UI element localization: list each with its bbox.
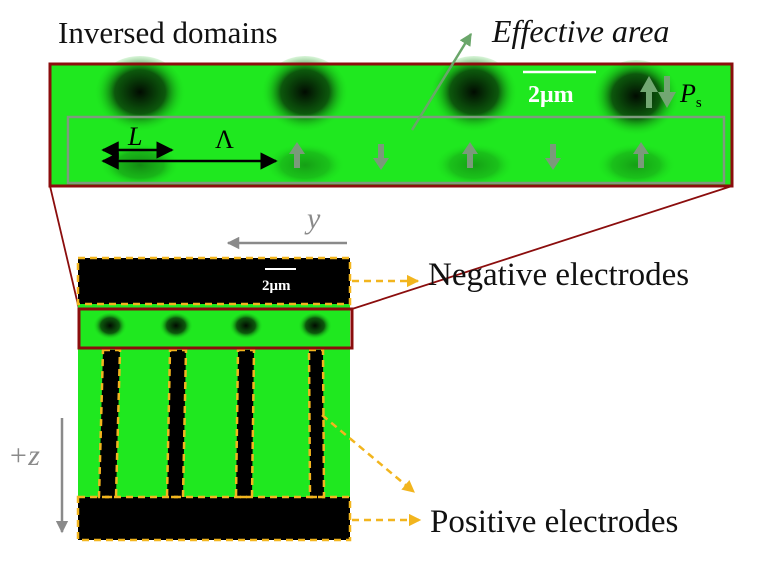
down-arrow-icon xyxy=(545,144,561,170)
effective-area-box xyxy=(66,115,726,185)
up-arrow-icon xyxy=(462,142,478,168)
domain-tail xyxy=(265,143,345,187)
magnified-region-frame xyxy=(77,307,354,350)
y-axis-label: y xyxy=(304,202,321,235)
negative-electrode xyxy=(78,258,350,304)
period-symbol: Λ xyxy=(215,125,234,154)
up-arrow-icon xyxy=(640,76,658,108)
scale-bar-label: 2μm xyxy=(262,278,291,294)
polarization-arrows xyxy=(289,142,649,170)
finger-electrode xyxy=(167,350,186,497)
inverted-domain-head xyxy=(261,56,349,136)
effective-area-pointer-arrow xyxy=(410,32,473,131)
domain-head-small xyxy=(298,313,332,341)
finger-electrode xyxy=(99,350,120,497)
finger-electrode-outline xyxy=(307,348,326,499)
negative-electrode-outline xyxy=(76,256,352,306)
down-arrow-icon xyxy=(658,76,676,108)
finger-electrode-outline xyxy=(97,348,122,499)
polarization-indicator xyxy=(640,76,676,108)
zoom-connector-left xyxy=(49,185,80,310)
domain-head-small xyxy=(229,313,263,341)
effective-area-label: Effective area xyxy=(492,13,670,49)
inverted-domain-head xyxy=(592,60,680,140)
zoom-connector-right xyxy=(351,185,733,310)
zoom-panel-frame xyxy=(48,62,734,188)
domain-head-small xyxy=(93,313,127,341)
device-view: 2μm xyxy=(76,256,354,542)
positive-electrodes-label: Positive electrodes xyxy=(430,504,679,540)
zoom-panel: L Λ 2μm Ps xyxy=(48,56,734,188)
up-arrow-icon xyxy=(633,142,649,168)
finger-electrode-outline xyxy=(234,348,256,499)
finger-electrode-outline xyxy=(165,348,188,499)
domain-tail xyxy=(596,143,676,187)
up-arrow-icon xyxy=(289,142,305,168)
domain-tail xyxy=(434,143,514,187)
polarization-symbol: Ps xyxy=(679,79,702,111)
inverted-domain-head xyxy=(430,56,518,136)
domain-head-small xyxy=(159,313,193,341)
negative-electrodes-label: Negative electrodes xyxy=(428,257,690,293)
finger-electrode xyxy=(236,350,254,497)
down-arrow-icon xyxy=(373,144,389,170)
finger-electrode xyxy=(309,350,324,497)
positive-electrode xyxy=(78,497,350,540)
z-axis-label: +z xyxy=(8,439,40,472)
finger-callout-arrow xyxy=(321,414,415,493)
width-symbol: L xyxy=(127,122,142,151)
positive-electrode-outline xyxy=(76,495,352,542)
scale-bar-label: 2μm xyxy=(528,82,574,108)
inversed-domains-label: Inversed domains xyxy=(58,15,278,50)
